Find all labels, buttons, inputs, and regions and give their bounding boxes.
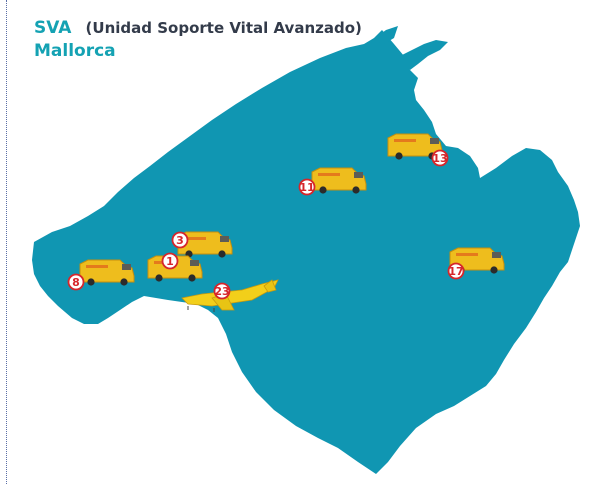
unit-number-label: 23 bbox=[214, 285, 229, 298]
formentor-tip bbox=[372, 26, 398, 44]
unit-number-badge: 11 bbox=[298, 178, 316, 196]
map-title: SVA (Unidad Soporte Vital Avanzado) bbox=[34, 11, 362, 39]
unit-marker-23[interactable]: 23 bbox=[181, 279, 279, 312]
title-abbreviation: SVA bbox=[34, 18, 72, 38]
unit-number-label: 11 bbox=[299, 181, 314, 194]
mallorca-island bbox=[32, 30, 580, 474]
title-full-name: (Unidad Soporte Vital Avanzado) bbox=[85, 19, 362, 37]
unit-number-badge: 1 bbox=[161, 252, 179, 270]
unit-marker-1[interactable]: 1 bbox=[147, 252, 203, 282]
unit-number-label: 1 bbox=[166, 255, 174, 268]
unit-number-label: 8 bbox=[72, 276, 80, 289]
map-subtitle: Mallorca bbox=[34, 41, 116, 61]
unit-marker-11[interactable]: 11 bbox=[298, 167, 367, 196]
unit-marker-17[interactable]: 17 bbox=[447, 247, 505, 280]
unit-marker-3[interactable]: 3 bbox=[171, 231, 233, 258]
unit-marker-13[interactable]: 13 bbox=[387, 133, 449, 167]
unit-number-label: 17 bbox=[448, 265, 463, 278]
unit-marker-8[interactable]: 8 bbox=[67, 259, 135, 291]
unit-number-badge: 8 bbox=[67, 273, 85, 291]
unit-number-badge: 3 bbox=[171, 231, 189, 249]
ambulance-icon bbox=[79, 259, 135, 286]
unit-number-badge: 13 bbox=[431, 149, 449, 167]
ambulance-icon bbox=[311, 167, 367, 194]
north-peninsula bbox=[400, 40, 448, 70]
unit-number-badge: 17 bbox=[447, 262, 465, 280]
unit-number-label: 3 bbox=[176, 234, 184, 247]
unit-number-label: 13 bbox=[432, 152, 447, 165]
left-dotted-border bbox=[6, 0, 7, 484]
unit-number-badge: 23 bbox=[213, 282, 231, 300]
ambulance-icon bbox=[177, 231, 233, 258]
